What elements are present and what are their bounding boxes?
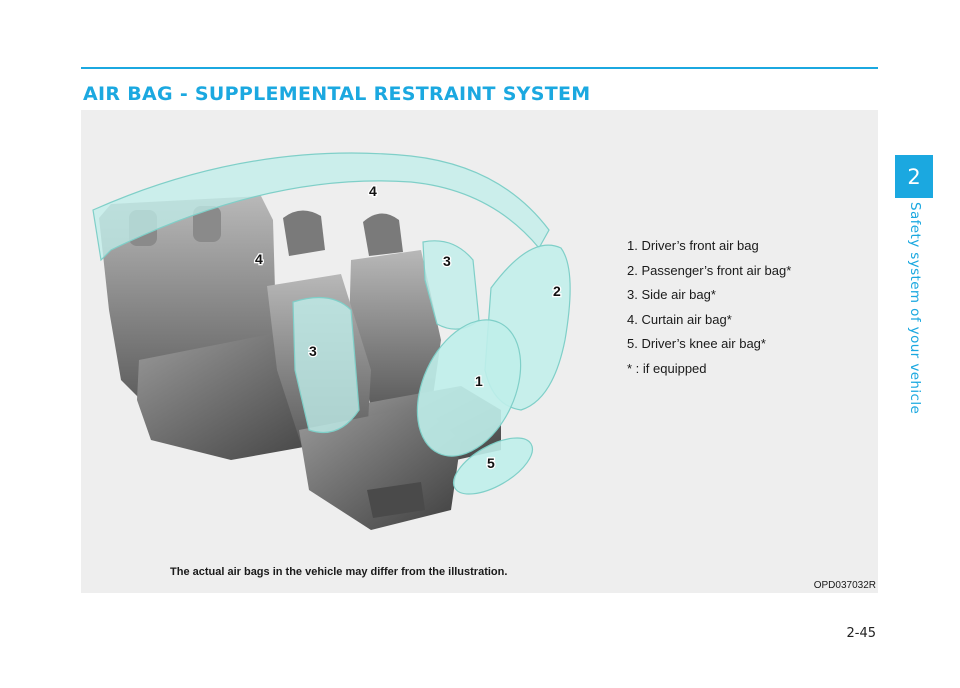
figure-caption: The actual air bags in the vehicle may d… bbox=[170, 566, 508, 578]
airbag-illustration: 4 4 3 3 2 1 5 bbox=[92, 152, 571, 530]
callout-3-front: 3 bbox=[309, 343, 317, 359]
legend-item: 3. Side air bag* bbox=[627, 287, 716, 302]
legend-note: * : if equipped bbox=[627, 360, 707, 376]
callout-4-rear: 4 bbox=[255, 251, 263, 267]
airbag-figure: 4 4 3 3 2 1 5 1. Driver’s front air bag … bbox=[81, 110, 878, 593]
callout-4-top: 4 bbox=[369, 183, 377, 199]
chapter-number-tab: 2 bbox=[895, 155, 933, 198]
callout-1: 1 bbox=[475, 373, 483, 389]
callout-3-rear: 3 bbox=[443, 253, 451, 269]
callout-5: 5 bbox=[487, 455, 495, 471]
legend-item: 1. Driver’s front air bag bbox=[627, 238, 759, 253]
callout-2: 2 bbox=[553, 283, 561, 299]
legend-item: 4. Curtain air bag* bbox=[627, 311, 732, 327]
section-title: AIR BAG - SUPPLEMENTAL RESTRAINT SYSTEM bbox=[83, 83, 591, 105]
chapter-title: Safety system of your vehicle bbox=[907, 202, 923, 415]
page-number: 2-45 bbox=[846, 626, 876, 641]
figure-code: OPD037032R bbox=[813, 580, 876, 591]
legend-item: 5. Driver’s knee air bag* bbox=[627, 336, 766, 351]
legend-item: 2. Passenger’s front air bag* bbox=[627, 262, 792, 278]
knee-airbag bbox=[453, 437, 533, 495]
driver-front-airbag bbox=[416, 319, 522, 457]
airbag-legend: 1. Driver’s front air bag 2. Passenger’s… bbox=[627, 234, 791, 381]
side-airbag-front bbox=[292, 296, 360, 434]
header-rule bbox=[81, 67, 878, 69]
